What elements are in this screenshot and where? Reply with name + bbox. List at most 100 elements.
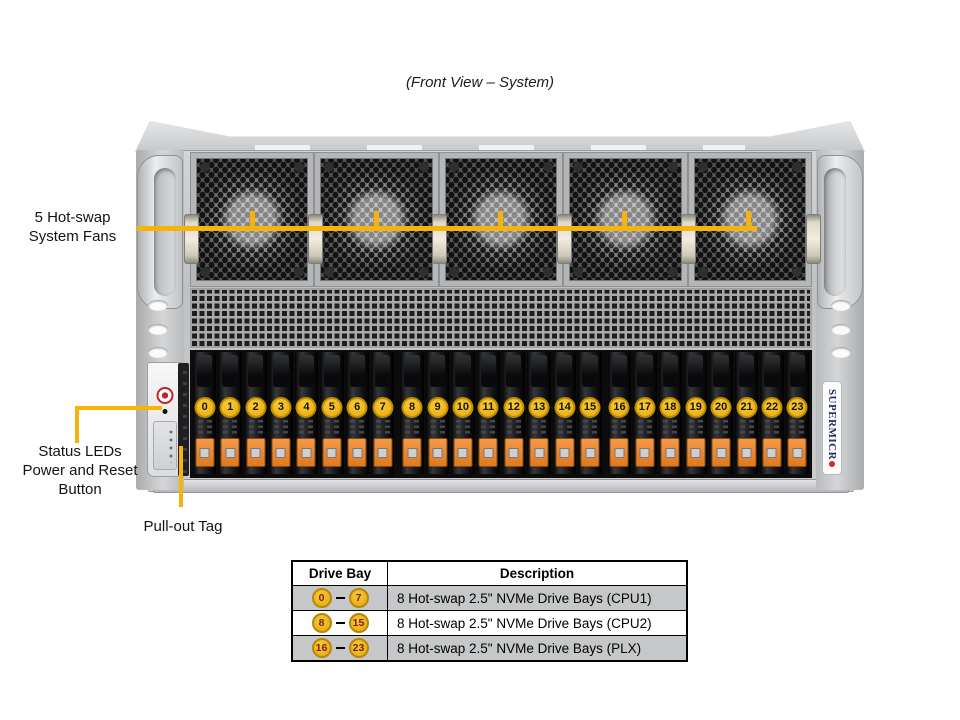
screw-icon [543,267,554,277]
drive-tray: 20 [709,352,733,474]
drive-tray: 3 [269,352,293,474]
drive-bay-number-badge: 21 [736,397,758,418]
bay-description-cell: 8 Hot-swap 2.5" NVMe Drive Bays (CPU2) [387,610,688,636]
drive-bay-number-badge: 0 [194,397,216,418]
drive-bay-number-badge: 8 [401,397,423,418]
screw-icon [448,267,459,277]
drive-bay-number-badge: 22 [761,397,783,418]
drive-tray: 23 [785,352,810,474]
range-dash-icon [335,646,345,650]
drive-latch-icon [246,438,266,467]
range-dash-icon [335,621,345,625]
page-title: (Front View – System) [405,74,555,91]
drive-bay-number-badge: 16 [608,397,630,418]
status-callout-line-h [75,406,162,410]
drive-latch-icon [373,438,393,467]
drive-latch-icon [686,438,706,467]
drive-latch-icon [271,438,291,467]
drive-tray: 0 [193,352,217,474]
drive-tray: 22 [760,352,784,474]
status-leds-icon [153,421,177,470]
fan-grille-icon [320,158,433,281]
status-label-line3: Button [58,481,102,498]
screw-icon [792,162,803,172]
drive-tray: 6 [345,352,369,474]
fan-callout-tick [497,211,503,228]
drive-latch-icon [478,438,498,467]
ear-cutout [831,300,851,311]
drive-latch-icon [660,438,680,467]
bay-to-badge: 7 [348,588,369,608]
fans-label-line1: 5 Hot-swap [34,209,111,226]
screw-icon [324,267,335,277]
ear-cutout [148,324,168,335]
screw-icon [418,267,429,277]
brand-sticker: SUPERMICR [822,381,842,475]
drive-bay-number-badge: 14 [554,397,576,418]
fan-latch [805,214,821,264]
drive-latch-icon [322,438,342,467]
drive-bay-number-badge: 23 [786,397,808,418]
screw-icon [294,162,305,172]
drive-bay-number-badge: 9 [427,397,448,418]
drive-latch-icon [402,438,422,467]
status-callout-line-v [75,406,79,443]
bay-description-cell: 8 Hot-swap 2.5" NVMe Drive Bays (CPU1) [387,585,688,611]
fan-callout-tick [373,211,379,228]
screw-icon [792,267,803,277]
drive-tray: 4 [294,352,319,474]
drive-bay-number-badge: 6 [346,397,368,418]
range-dash-icon [335,596,345,600]
drive-bay-number-badge: 18 [659,397,681,418]
brand-label: SUPERMICR [823,382,841,474]
drive-bay-number-badge: 11 [477,397,499,418]
drive-tray: 1 [218,352,242,474]
screw-icon [667,267,678,277]
screw-icon [418,162,429,172]
screw-icon [697,267,708,277]
drive-tray: 15 [578,352,602,474]
brand-dot-icon [829,461,835,468]
drive-bay-number-badge: 17 [634,397,656,418]
drive-bay-number-badge: 15 [579,397,601,418]
pullout-callout-label: Pull-out Tag [143,518,223,535]
screw-icon [697,162,708,172]
drive-tray: 12 [502,352,526,474]
bay-from-badge: 16 [311,638,332,658]
drive-bay-number-badge: 13 [528,397,550,418]
pullout-callout-line [179,446,183,507]
fan-grille-icon [569,158,682,281]
screw-icon [573,267,584,277]
description-header: Description [387,560,688,586]
drive-bay-number-badge: 10 [452,397,474,418]
drive-bay-number-badge: 1 [219,397,241,418]
screw-icon [324,162,335,172]
ear-cutout [831,347,851,358]
drive-bay-number-badge: 3 [270,397,292,418]
screw-icon [667,162,678,172]
fans-callout-label: 5 Hot-swap System Fans [10,208,135,246]
drive-tray: 18 [658,352,683,474]
drive-latch-icon [787,438,807,467]
fans-label-line2: System Fans [28,228,117,245]
drive-latch-icon [504,438,524,467]
drive-bay-header: Drive Bay [291,560,388,586]
ear-cutout [831,324,851,335]
bay-from-badge: 0 [311,588,332,608]
reset-button-icon [162,409,168,414]
fan-latch [432,214,448,264]
drive-tray: 13 [527,352,551,474]
